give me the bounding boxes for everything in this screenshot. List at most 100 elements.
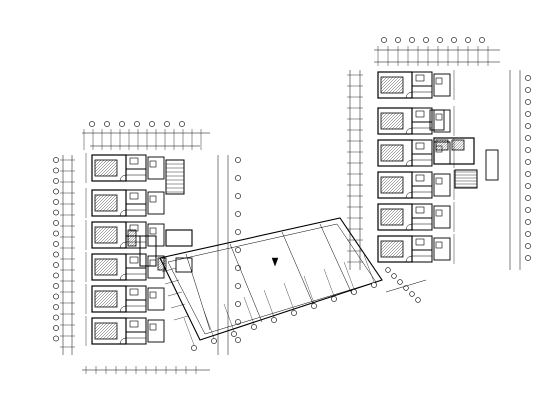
door-swing: [119, 273, 127, 281]
hatch-line: [385, 112, 403, 130]
hatch-line: [380, 76, 391, 87]
axis-bubble-left: [53, 209, 59, 216]
right-unit-4: [377, 170, 455, 200]
right-unit-5: [377, 202, 455, 232]
hatch-line: [94, 226, 111, 243]
shaft-hatch: [451, 139, 465, 151]
axis-bubble-diagonal: [415, 297, 421, 303]
hatch-line: [380, 76, 385, 81]
fixture: [435, 241, 443, 249]
door-swing: [405, 91, 413, 99]
axis-bubble-top: [119, 121, 125, 127]
hatch-line: [108, 298, 118, 308]
bath-fixture: [129, 224, 139, 232]
hatch-line: [380, 240, 388, 248]
hatch-line: [380, 112, 385, 117]
hatch-line: [380, 240, 391, 251]
shaft-hatch: [127, 229, 137, 247]
hatch-line: [385, 208, 403, 226]
hatch-line: [461, 147, 465, 151]
axis-bubble-right: [525, 111, 531, 117]
fixture: [435, 209, 443, 217]
hatch-line: [94, 290, 102, 298]
step-line: [170, 303, 186, 309]
bedroom-floor-hatch: [380, 176, 404, 194]
hatch-line: [435, 139, 439, 143]
hatch-line: [391, 245, 404, 258]
service-room: [429, 109, 445, 131]
bath-fixture: [415, 174, 425, 182]
axis-bubble-bottom: [351, 289, 357, 295]
axis-bubble-right: [525, 207, 531, 213]
axis-bubble-diagonal: [385, 267, 391, 273]
hatch-line: [102, 260, 118, 276]
axis-bubble-left: [53, 230, 59, 237]
hatch-line: [380, 112, 397, 129]
hatch-line: [385, 76, 403, 94]
axis-bubble-right: [525, 243, 531, 249]
hatch-line: [380, 176, 397, 193]
right-unit-1: [377, 70, 455, 100]
left-unit-1: [85, 153, 165, 183]
fixture: [149, 227, 157, 235]
axis-bubble-right: [525, 183, 531, 189]
hatch-line: [397, 155, 404, 162]
utility-wall: [147, 156, 165, 180]
hatch-line: [380, 144, 385, 149]
hatch-line: [102, 161, 118, 177]
hatch-line: [400, 222, 404, 226]
hatch-line: [391, 181, 404, 194]
hatch-line: [94, 159, 102, 167]
step-line: [167, 291, 183, 297]
balcony-wall: [485, 149, 499, 181]
bedroom-floor-hatch: [380, 112, 404, 130]
hatch-line: [94, 194, 102, 202]
hatch-line: [388, 242, 404, 258]
door-swing: [119, 305, 127, 313]
axis-bubble-right: [235, 211, 241, 217]
hatch-line: [157, 257, 164, 264]
elevator-lobby: [165, 229, 193, 247]
hatch-line: [127, 229, 136, 238]
fixture: [435, 77, 443, 85]
hatch-line: [388, 210, 404, 226]
step-line: [173, 315, 189, 321]
utility-wall: [433, 73, 451, 97]
hatch-line: [451, 139, 455, 143]
left-unit-6: [85, 316, 165, 346]
hatch-line: [400, 126, 404, 130]
hatch-line: [394, 184, 404, 194]
lobby-wall: [175, 257, 193, 273]
hatch-line: [385, 144, 403, 162]
hatch-line: [94, 194, 108, 208]
hatch-line: [105, 327, 118, 340]
hatch-line: [380, 176, 388, 184]
door-swing: [119, 241, 127, 249]
hatch-line: [391, 213, 404, 226]
hatch-line: [456, 142, 465, 151]
hatch-line: [94, 226, 108, 240]
fixture: [149, 160, 157, 168]
axis-bubble-top: [104, 121, 110, 127]
hatch-line: [438, 140, 449, 151]
hatch-line: [94, 290, 99, 295]
left-unit-2: [85, 188, 165, 218]
hatch-line: [102, 228, 118, 244]
door-swing: [405, 127, 413, 135]
bath-fixture: [129, 192, 139, 200]
axis-bubble-left: [53, 262, 59, 268]
axis-bubble-top: [134, 121, 140, 127]
hatch-line: [94, 194, 111, 211]
hatch-line: [388, 178, 404, 194]
hatch-line: [451, 139, 460, 148]
hatch-line: [105, 263, 118, 276]
hatch-line: [158, 262, 167, 271]
axis-bubble-right: [525, 159, 531, 165]
axis-bubble-right: [525, 147, 531, 153]
axis-bubble-right: [525, 255, 531, 261]
door-swing: [405, 255, 413, 263]
bedroom-floor-hatch: [94, 290, 118, 308]
axis-bubble-top: [409, 37, 415, 43]
hatch-line: [382, 76, 400, 94]
hatch-line: [394, 84, 404, 94]
